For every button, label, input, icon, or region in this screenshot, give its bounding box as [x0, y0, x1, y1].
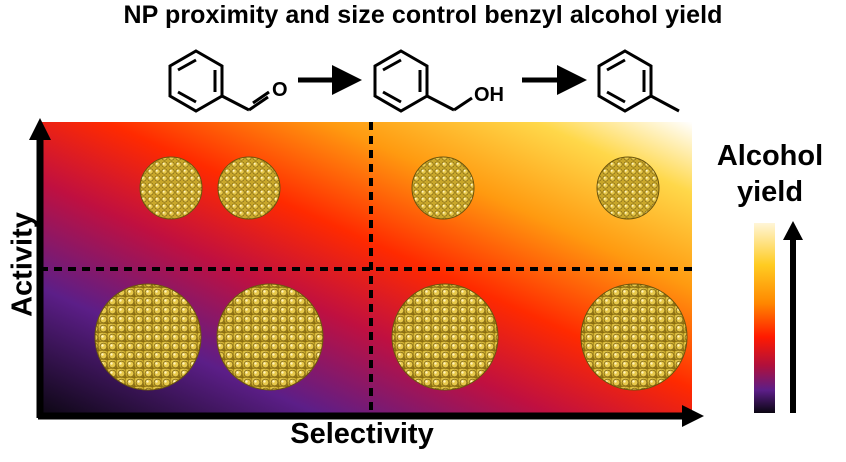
- y-axis-arrow: [29, 118, 51, 418]
- yield-colorbar: [754, 223, 775, 413]
- x-axis-label: Selectivity: [290, 418, 434, 450]
- legend-title: Alcohol yield: [700, 138, 840, 210]
- aldehyde-oxygen-label: O: [272, 79, 288, 101]
- hydroxyl-label: OH: [474, 84, 504, 106]
- benzaldehyde-structure: [168, 49, 270, 113]
- large-np-far-pair: [391, 283, 688, 391]
- nanoparticle: [580, 283, 688, 391]
- legend-title-line2: yield: [736, 176, 804, 208]
- yield-increase-arrow: [783, 221, 803, 413]
- benzyl-alcohol-structure: [373, 49, 473, 113]
- figure-title: NP proximity and size control benzyl alc…: [123, 1, 723, 29]
- x-axis-arrow: [38, 405, 704, 427]
- toluene-structure: [597, 49, 680, 113]
- nanoparticle: [139, 156, 203, 220]
- nanoparticle: [216, 283, 324, 391]
- large-np-close-pair: [94, 283, 324, 391]
- small-np-far-pair: [411, 156, 660, 220]
- y-axis-label: Activity: [6, 212, 39, 317]
- reaction-scheme: [168, 49, 680, 113]
- legend-title-line1: Alcohol: [716, 140, 824, 172]
- nanoparticle: [217, 156, 281, 220]
- nanoparticle: [411, 156, 475, 220]
- nanoparticle: [94, 283, 202, 391]
- small-np-close-pair: [139, 156, 281, 220]
- nanoparticle: [596, 156, 660, 220]
- nanoparticle: [391, 283, 499, 391]
